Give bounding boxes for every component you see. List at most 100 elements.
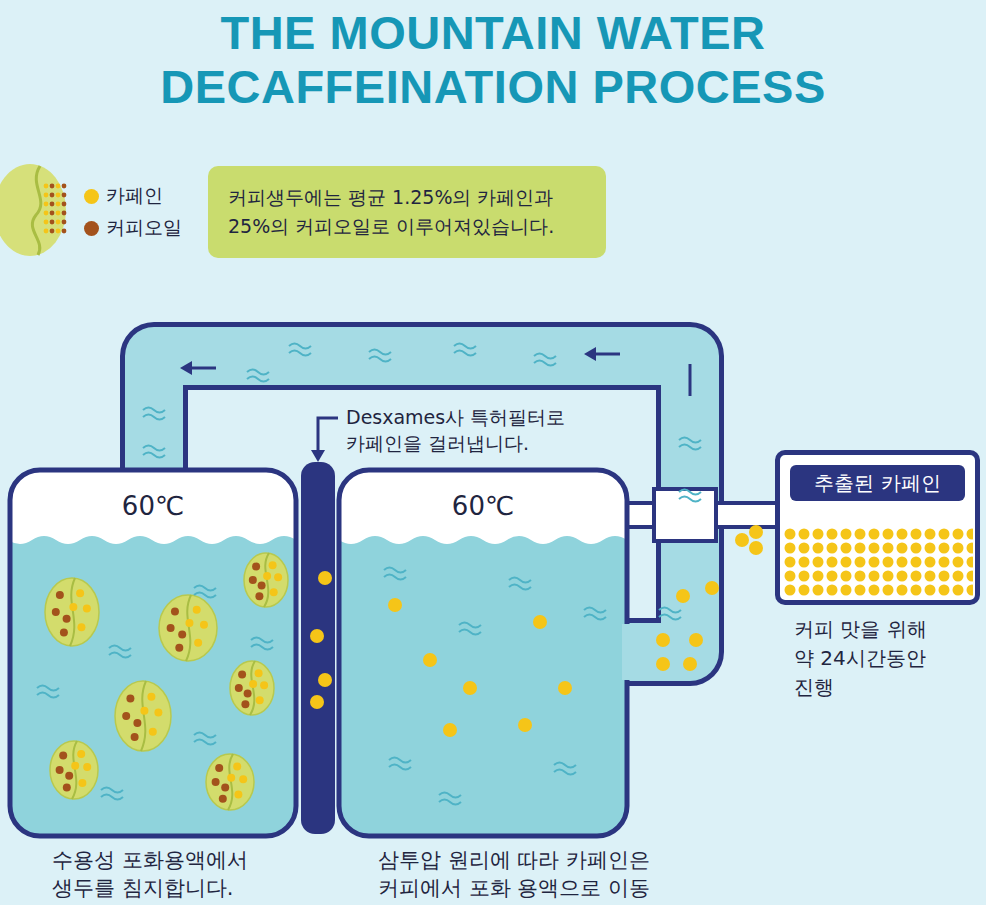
illustration-shape	[133, 719, 141, 727]
wave-mark	[143, 415, 165, 420]
illustration-shape	[56, 220, 61, 225]
illustration-shape	[44, 220, 49, 225]
illustration-shape	[83, 605, 91, 613]
legend-text: 커피오일	[106, 215, 182, 241]
illustration-shape	[45, 553, 288, 810]
wave-mark	[37, 686, 59, 691]
illustration-shape	[140, 707, 148, 715]
caffeine-dot	[463, 681, 477, 695]
illustration-shape	[255, 669, 263, 677]
green-bean	[45, 578, 99, 646]
green-bean	[206, 754, 254, 810]
illustration-shape	[56, 202, 61, 207]
wave-mark	[194, 586, 216, 591]
wave-mark	[439, 793, 461, 798]
tank-caption: 삼투압 원리에 따라 카페인은 커피에서 포화 용액으로 이동	[378, 846, 663, 902]
illustration-shape	[318, 418, 338, 452]
wave-mark	[459, 623, 481, 628]
illustration-shape	[200, 621, 208, 629]
illustration-shape	[249, 576, 257, 584]
wave-mark	[384, 575, 406, 580]
illustration-shape	[83, 763, 91, 771]
wave-mark	[454, 344, 476, 349]
caffeine-dot	[318, 673, 332, 687]
illustration-shape	[50, 211, 55, 216]
wave-mark	[369, 357, 391, 362]
wave-mark	[37, 693, 59, 698]
caffeine-dot	[705, 581, 719, 595]
illustration-shape	[250, 661, 255, 715]
wave-mark	[679, 438, 701, 443]
illustration-shape	[178, 631, 186, 639]
wave-mark	[679, 490, 701, 495]
caffeine-dot	[683, 657, 697, 671]
legend-item: 카페인	[84, 180, 182, 212]
illustration-shape	[62, 202, 67, 207]
illustration-shape	[264, 553, 269, 607]
caffeine-dot	[443, 723, 457, 737]
illustration-shape	[255, 592, 263, 600]
caffeine-dot	[656, 657, 670, 671]
caffeine-dot	[749, 525, 763, 539]
legend-item: 커피오일	[84, 212, 182, 244]
illustration-shape	[274, 573, 282, 581]
wave-mark	[584, 608, 606, 613]
illustration-shape	[270, 588, 278, 596]
illustration-shape	[233, 763, 241, 771]
wave-mark	[289, 344, 311, 349]
illustration-shape	[227, 774, 235, 782]
legend-text: 카페인	[106, 183, 163, 209]
illustration-shape	[256, 696, 264, 704]
illustration-shape	[56, 184, 61, 189]
illustration-shape	[63, 783, 71, 791]
illustration-shape	[252, 563, 260, 571]
illustration-shape	[59, 752, 67, 760]
illustration-shape	[228, 754, 233, 810]
wave-mark	[247, 370, 269, 375]
wave-mark	[109, 646, 131, 651]
wave-mark	[439, 800, 461, 805]
legend-swatch	[84, 189, 99, 204]
wave-mark	[584, 615, 606, 620]
illustration-shape	[310, 525, 763, 737]
illustration-shape	[175, 644, 183, 652]
caffeine-dot	[518, 718, 532, 732]
illustration-shape	[263, 572, 271, 580]
wave-mark	[194, 593, 216, 598]
wave-mark	[143, 453, 165, 458]
temperature-label: 60℃	[8, 490, 298, 522]
wave-mark	[534, 361, 556, 366]
illustration-shape	[186, 595, 191, 661]
wave-mark	[143, 446, 165, 451]
illustration-shape	[234, 791, 242, 799]
caffeine-dot	[689, 633, 703, 647]
caffeine-dot	[533, 615, 547, 629]
extraction-tank: 60℃삼투압 원리에 따라 카페인은 커피에서 포화 용액으로 이동	[337, 468, 629, 838]
illustration-shape	[50, 229, 55, 234]
illustration-shape	[65, 772, 73, 780]
illustration-shape	[44, 184, 49, 189]
caffeine-dot	[749, 541, 763, 555]
green-bean	[159, 595, 217, 661]
illustration-shape	[69, 603, 77, 611]
illustration-shape	[50, 184, 55, 189]
filter-housing	[654, 489, 716, 541]
illustration-shape	[238, 671, 246, 679]
wave-mark	[679, 445, 701, 450]
illustration-shape	[52, 608, 60, 616]
illustration-shape	[260, 681, 268, 689]
caffeine-dot	[310, 629, 324, 643]
illustration-shape	[215, 764, 223, 772]
wave-mark	[389, 765, 411, 770]
green-bean	[230, 661, 274, 715]
illustration-shape	[212, 778, 220, 786]
illustration-shape	[62, 220, 67, 225]
wave-mark	[369, 350, 391, 355]
illustration-shape	[167, 624, 175, 632]
green-bean	[50, 741, 98, 799]
illustration-shape	[62, 193, 67, 198]
caffeine-dot	[310, 695, 324, 709]
illustration-shape	[301, 462, 335, 834]
wave-mark	[384, 568, 406, 573]
green-bean	[115, 681, 171, 751]
